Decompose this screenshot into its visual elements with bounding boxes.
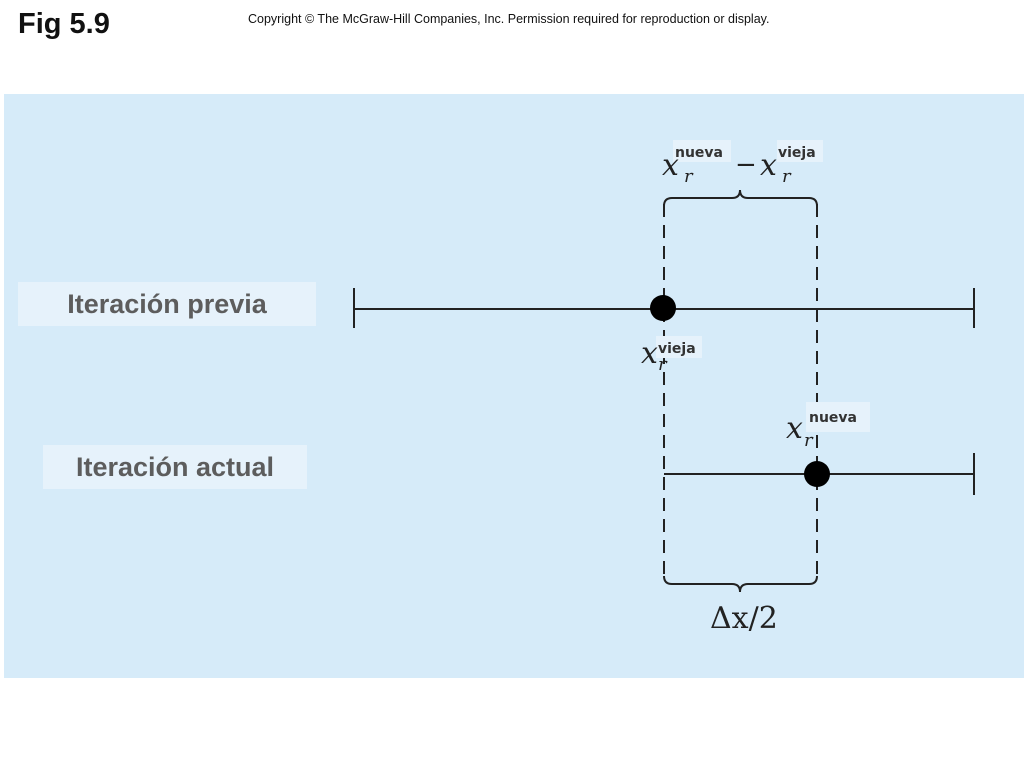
new-root-point [804, 461, 830, 487]
previous-iteration-label: Iteración previa [18, 282, 316, 326]
new-root-label: x r nueva [786, 402, 870, 451]
top-brace [663, 189, 818, 207]
new-tag: nueva [809, 410, 857, 426]
old-tag: vieja [778, 145, 816, 161]
x-symbol: x [662, 148, 679, 183]
dashed-guides [663, 204, 818, 578]
bottom-brace [663, 575, 818, 593]
old-tag: vieja [658, 341, 696, 357]
figure-panel [4, 94, 1024, 678]
difference-label: x r nueva − x r vieja [662, 140, 823, 187]
previous-iteration-text: Iteración previa [67, 288, 267, 319]
x-symbol: x [641, 336, 658, 371]
x-symbol: x [760, 148, 777, 183]
subscript-r: r [684, 166, 694, 187]
old-root-label: x r vieja [641, 336, 702, 375]
subscript-r: r [658, 354, 668, 375]
figure-label: Fig 5.9 [18, 8, 110, 40]
new-tag: nueva [675, 145, 723, 161]
subscript-r: r [782, 166, 792, 187]
subscript-r: r [804, 430, 814, 451]
half-width-label: Δx/2 [710, 601, 778, 636]
x-symbol: x [786, 411, 803, 446]
current-iteration-text: Iteración actual [75, 451, 275, 482]
old-root-point [650, 295, 676, 321]
copyright-notice: Copyright © The McGraw-Hill Companies, I… [248, 12, 770, 26]
minus-sign: − [735, 150, 757, 180]
current-iteration-label: Iteración actual [43, 445, 307, 489]
